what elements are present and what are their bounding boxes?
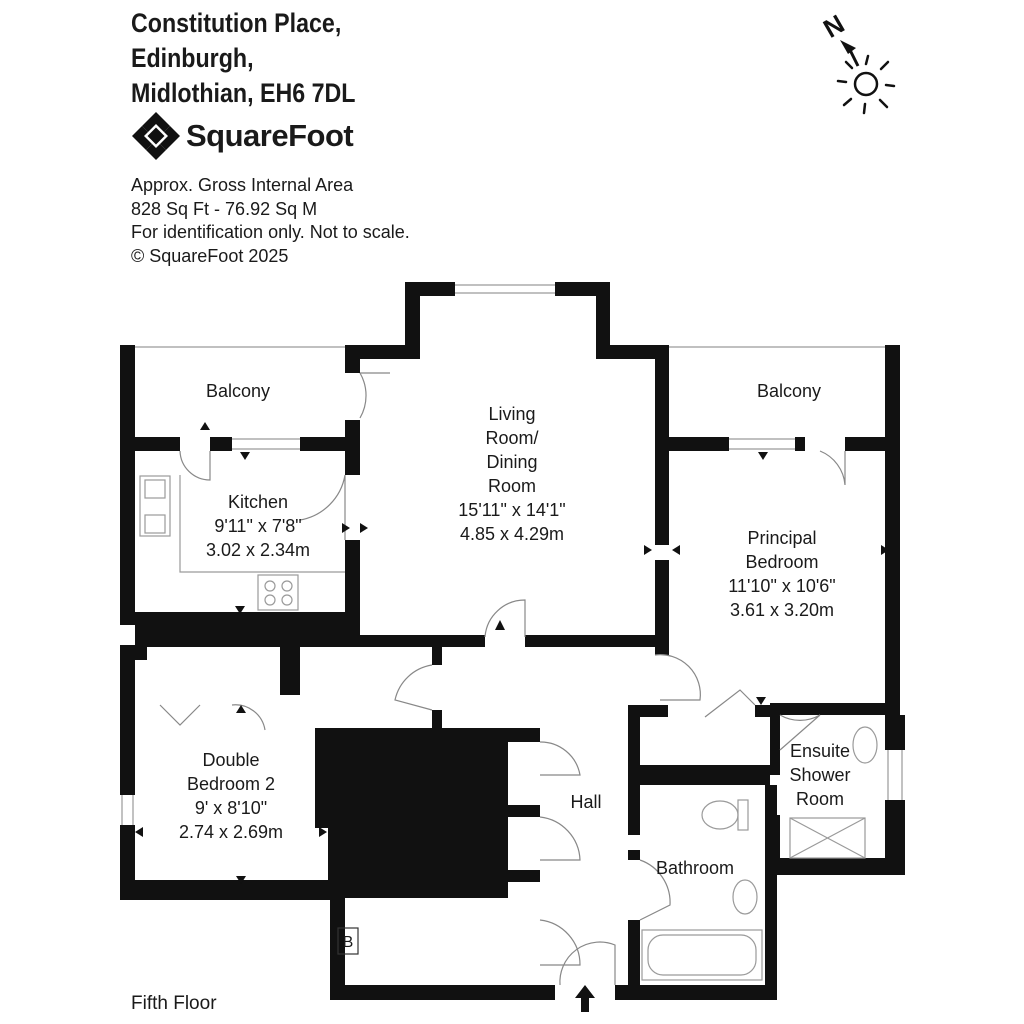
principal-metric: 3.61 x 3.20m xyxy=(730,600,834,620)
entrance-arrow-icon xyxy=(575,985,595,1012)
boiler-label: B xyxy=(343,934,354,951)
living-name-3: Dining xyxy=(486,452,537,472)
principal-name-1: Principal xyxy=(747,528,816,548)
kitchen-metric: 3.02 x 2.34m xyxy=(206,540,310,560)
address-line-2: Edinburgh, xyxy=(131,43,254,73)
double-name-2: Bedroom 2 xyxy=(187,774,275,794)
hall-label: Hall xyxy=(570,792,601,812)
double-imperial: 9' x 8'10" xyxy=(195,798,267,818)
kitchen-name: Kitchen xyxy=(228,492,288,512)
kitchen-imperial: 9'11" x 7'8" xyxy=(214,516,301,536)
principal-imperial: 11'10" x 10'6" xyxy=(728,576,835,596)
address-line-1: Constitution Place, xyxy=(131,8,342,38)
ensuite-name-1: Ensuite xyxy=(790,741,850,761)
walls xyxy=(120,282,905,1000)
info-line-4: © SquareFoot 2025 xyxy=(131,245,289,266)
double-metric: 2.74 x 2.69m xyxy=(179,822,283,842)
fixtures xyxy=(139,475,878,981)
balcony-left-label: Balcony xyxy=(206,381,270,401)
area-info: Approx. Gross Internal Area 828 Sq Ft - … xyxy=(131,174,410,268)
windows xyxy=(121,284,903,825)
double-name-1: Double xyxy=(202,750,259,770)
north-arrow-sun-icon: N xyxy=(818,8,896,115)
squarefoot-logo-icon xyxy=(132,112,180,160)
balcony-right-label: Balcony xyxy=(757,381,821,401)
bathroom-label: Bathroom xyxy=(656,858,734,878)
living-name-4: Room xyxy=(488,476,536,496)
doors xyxy=(159,372,846,986)
dimension-ticks xyxy=(135,422,889,884)
ensuite-name-3: Room xyxy=(796,789,844,809)
floor-label: Fifth Floor xyxy=(131,993,217,1014)
living-name-1: Living xyxy=(488,404,535,424)
address-block: Constitution Place, Edinburgh, Midlothia… xyxy=(131,6,355,111)
living-imperial: 15'11" x 14'1" xyxy=(458,500,565,520)
ensuite-name-2: Shower xyxy=(789,765,850,785)
room-labels: Balcony Balcony Living Room/ Dining Room… xyxy=(179,381,851,951)
address-line-3: Midlothian, EH6 7DL xyxy=(131,78,356,108)
info-line-2: 828 Sq Ft - 76.92 Sq M xyxy=(131,198,318,219)
living-name-2: Room/ xyxy=(485,428,538,448)
info-line-1: Approx. Gross Internal Area xyxy=(131,175,354,195)
brand-name: SquareFoot xyxy=(186,118,354,153)
principal-name-2: Bedroom xyxy=(745,552,818,572)
living-metric: 4.85 x 4.29m xyxy=(460,524,564,544)
info-line-3: For identification only. Not to scale. xyxy=(131,222,410,242)
